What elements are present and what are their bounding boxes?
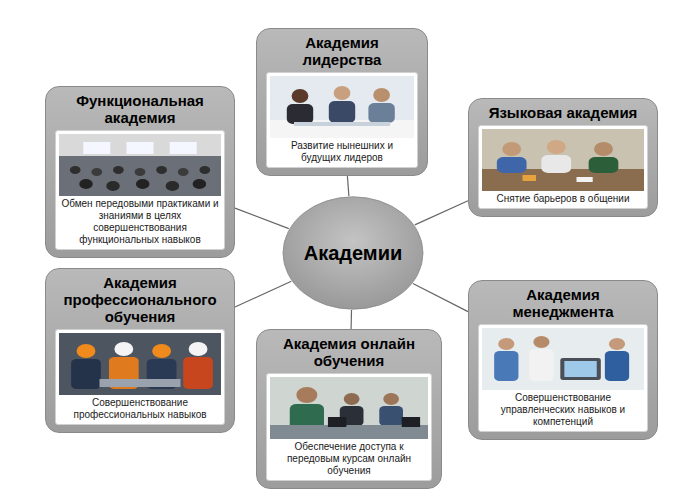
academy-box: Языковая академия Снятие барьеров в обще…	[468, 98, 658, 217]
connector-line	[413, 284, 468, 312]
center-ellipse: Академии	[282, 196, 424, 310]
photo-card: Развитие нынешних и будущих лидеров	[266, 72, 418, 168]
photo-card: Совершенствование управленческих навыков…	[478, 324, 648, 432]
connector-line	[235, 208, 289, 229]
language-class-photo	[482, 129, 644, 191]
academy-title: Функциональная академия	[55, 92, 225, 126]
academy-box: Академия лидерства Развитие нынешних и б…	[256, 28, 428, 176]
photo-card: Снятие барьеров в общении	[478, 125, 648, 209]
academy-description: Развитие нынешних и будущих лидеров	[270, 140, 414, 164]
academy-title: Академия онлайн обучения	[266, 335, 432, 369]
academy-description: Обеспечение доступа к передовым курсам о…	[270, 441, 428, 477]
meeting-photo	[270, 76, 414, 138]
photo-card: Обеспечение доступа к передовым курсам о…	[266, 373, 432, 481]
connector-line	[347, 176, 349, 196]
connector-line	[351, 310, 353, 329]
academy-description: Совершенствование управленческих навыков…	[482, 392, 644, 428]
academy-title: Академия лидерства	[266, 34, 418, 68]
management-training-photo	[482, 328, 644, 390]
academy-description: Совершенствование профессиональных навык…	[59, 397, 221, 421]
photo-card: Обмен передовыми практиками и знаниями в…	[55, 130, 225, 250]
computer-class-photo	[270, 377, 428, 439]
conference-photo	[59, 134, 221, 196]
photo-card: Совершенствование профессиональных навык…	[55, 329, 225, 425]
center-label: Академии	[296, 242, 411, 265]
connector-line	[235, 281, 291, 307]
connector-line	[415, 201, 468, 225]
academy-description: Снятие барьеров в общении	[496, 193, 629, 205]
workers-photo	[59, 333, 221, 395]
academy-title: Академия менеджмента	[478, 286, 648, 320]
academy-title: Языковая академия	[489, 104, 638, 121]
academy-box: Академия онлайн обучения Обеспечение дос…	[256, 329, 442, 489]
academy-box: Академия профессионального обучения Сове…	[45, 268, 235, 433]
academy-description: Обмен передовыми практиками и знаниями в…	[59, 198, 221, 246]
academy-box: Функциональная академия Обмен передовыми…	[45, 86, 235, 258]
academy-title: Академия профессионального обучения	[55, 274, 225, 325]
academy-box: Академия менеджмента Совершенствование у…	[468, 280, 658, 440]
